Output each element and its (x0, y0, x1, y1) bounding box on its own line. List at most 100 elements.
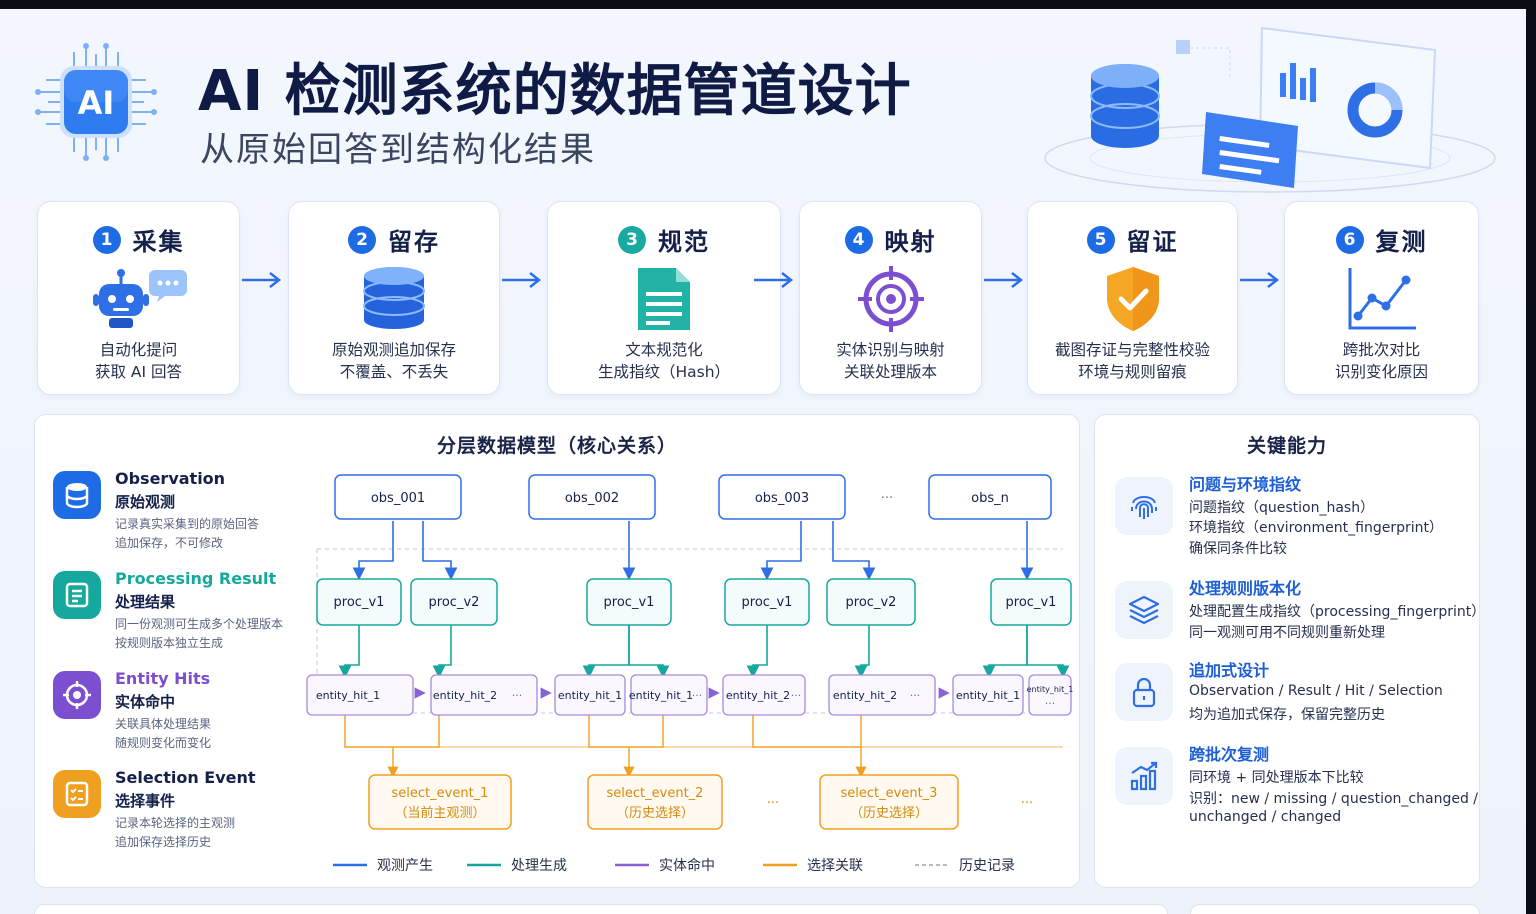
arrow-right-icon (984, 272, 1024, 288)
capability-line: 识别：new / missing / question_changed / (1189, 791, 1478, 807)
database-icon (53, 471, 101, 519)
document-icon (638, 268, 690, 330)
legend-label: 实体命中 (659, 857, 715, 874)
step-desc-line-2: 识别变化原因 (1334, 363, 1428, 381)
hit-label: entity_hit_2 (833, 689, 897, 702)
hit-label: entity_hit_1 (629, 689, 693, 702)
layer-name-cn: 实体命中 (115, 693, 176, 711)
obs-label: obs_001 (371, 491, 425, 506)
capability-line: 均为追加式保存，保留完整历史 (1189, 707, 1385, 723)
capability-line: 确保同条件比较 (1189, 541, 1287, 557)
step-card-3: 3 规范 文本规范化 生成指纹（Hash） (547, 201, 781, 395)
proc-label: proc_v1 (742, 595, 793, 610)
layer-relationship-diagram: obs_001 obs_002 obs_003 ··· obs_n proc_v… (306, 474, 1073, 874)
hit-label: entity_hit_1 (316, 689, 380, 702)
database-icon (363, 267, 425, 329)
hit-ellipsis: ··· (512, 689, 523, 702)
layer-desc: 记录本轮选择的主观测 (115, 816, 236, 830)
select-node (587, 774, 723, 830)
hero-cube (1176, 40, 1190, 54)
capability-name: 问题与环境指纹 (1189, 475, 1302, 494)
proc-node (316, 578, 402, 626)
lock-icon (1115, 663, 1173, 721)
legend-label: 历史记录 (959, 858, 1015, 874)
step-desc-line-1: 自动化提问 (99, 341, 178, 359)
legend-label: 观测产生 (377, 858, 433, 874)
target-icon (53, 671, 101, 719)
step-title: 映射 (884, 228, 937, 256)
step-number: 6 (1335, 225, 1364, 254)
hit-node (306, 674, 414, 716)
layer-name-en: Entity Hits (115, 669, 211, 688)
proc-hit-connectors (338, 625, 1070, 679)
layers-icon (1115, 581, 1173, 639)
hit-label: entity_hit_1 (558, 689, 622, 702)
hit-node (554, 674, 626, 716)
capability-name: 跨批次复测 (1189, 745, 1270, 764)
step-desc-line-2: 环境与规则留痕 (1078, 363, 1187, 381)
step-card-4: 4 映射 实体识别与映射 关联处理版本 (799, 201, 982, 395)
step-number: 3 (618, 225, 646, 254)
step-title: 规范 (658, 228, 710, 256)
capability-line: 同环境 + 同处理版本下比较 (1189, 770, 1364, 786)
step-number: 4 (844, 225, 873, 254)
step-desc-line-1: 实体识别与映射 (836, 341, 945, 359)
step-title: 复测 (1375, 228, 1428, 256)
hit-node (630, 674, 708, 716)
layer-desc: 记录真实采集到的原始回答 (115, 517, 260, 531)
step-desc-line-1: 截图存证与完整性校验 (1054, 341, 1210, 359)
hero-dashboard-icon (1258, 26, 1437, 170)
step-number: 2 (348, 225, 376, 254)
capability-line: 处理配置生成指纹（processing_fingerprint） (1189, 604, 1486, 620)
step-card-1: 1 采集 自动化提问 获取 AI 回答 (37, 201, 240, 395)
bottom-panel-left (34, 904, 1168, 914)
proc-label: proc_v1 (334, 595, 385, 610)
legend-label: 处理生成 (511, 858, 567, 874)
hit-node (430, 674, 538, 716)
proc-label: proc_v2 (429, 595, 480, 610)
capability-line: unchanged / changed (1189, 809, 1342, 825)
proc-label: proc_v2 (846, 595, 897, 610)
panel-title: 分层数据模型（核心关系） (436, 435, 677, 457)
processing-nodes: proc_v1 proc_v2 proc_v1 proc_v1 proc_v2 … (316, 578, 1072, 626)
arrow-right-icon (754, 272, 794, 288)
select-label: select_event_2 (607, 786, 704, 801)
capabilities-panel: 关键能力 问题与环境指纹 问题指纹（question_hash） 环境指纹（en… (1094, 414, 1485, 888)
layer-desc: 关联具体处理结果 (115, 717, 212, 731)
step-title: 留存 (388, 228, 440, 256)
select-node (368, 774, 512, 830)
capability-name: 追加式设计 (1189, 661, 1270, 680)
hit-node (1028, 674, 1072, 716)
proc-node (826, 578, 916, 626)
bottom-panel-right (1190, 904, 1480, 914)
step-desc-line-1: 原始观测追加保存 (331, 341, 456, 359)
proc-node (586, 578, 672, 626)
page-subtitle: 从原始回答到结构化结果 (200, 130, 596, 170)
selection-nodes: select_event_1 （当前主观测） select_event_2 （历… (368, 774, 1033, 830)
step-desc-line-2: 不覆盖、不丢失 (339, 363, 449, 381)
capability-line: 环境指纹（environment_fingerprint） (1189, 520, 1444, 536)
select-note: （历史选择） (616, 806, 694, 821)
hit-select-connectors (344, 711, 1063, 778)
legend-label: 选择关联 (807, 858, 863, 874)
layer-name-en: Observation (115, 469, 226, 488)
hero-card-icon (1202, 112, 1298, 188)
select-node (819, 774, 959, 830)
robot-icon (92, 269, 187, 328)
hit-node (952, 674, 1024, 716)
obs-label: obs_002 (565, 491, 619, 506)
bar-chart-icon (1115, 747, 1173, 805)
proc-label: proc_v1 (1006, 595, 1057, 610)
layer-name-en: Selection Event (115, 768, 256, 787)
step-card-6: 6 复测 跨批次对比 识别变化原因 (1284, 201, 1479, 395)
layer-desc: 追加保存选择历史 (115, 835, 212, 849)
layer-name-cn: 原始观测 (115, 493, 176, 511)
step-desc-line-1: 跨批次对比 (1342, 341, 1421, 359)
select-note: （历史选择） (850, 806, 928, 821)
obs-node (528, 474, 656, 520)
ai-chip-logo: AI (35, 43, 157, 161)
select-label: select_event_3 (841, 786, 938, 801)
select-ellipsis: ··· (1021, 796, 1033, 811)
layer-name-en: Processing Result (115, 569, 277, 588)
arrow-right-icon (242, 272, 282, 288)
